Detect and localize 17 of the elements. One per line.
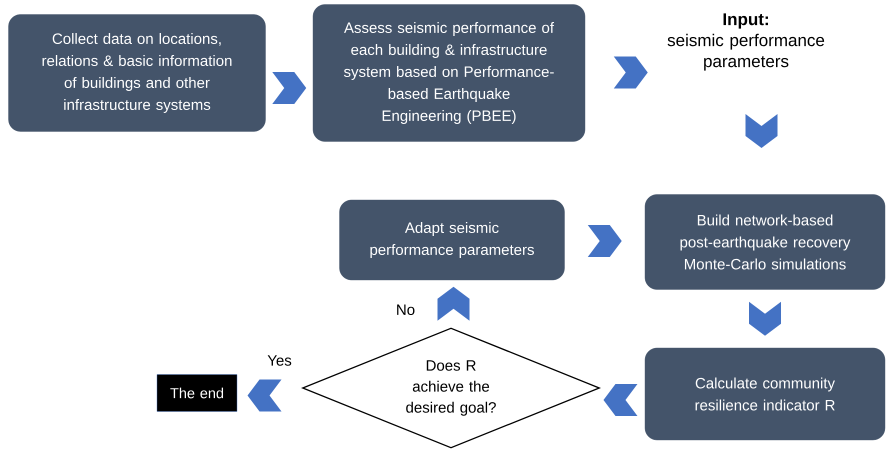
process-box: Build network-based post-earthquake recovery Monte-Carlo simulations	[644, 194, 886, 290]
chevron-arrow	[746, 114, 778, 148]
process-box: Adapt seismic performance parameters	[339, 200, 565, 280]
process-box: Collect data on locations, relations & basic information of buildings and other infrastructure systems	[8, 14, 266, 132]
chevron-arrow	[588, 225, 622, 257]
chevron-arrow	[272, 72, 306, 104]
input-text: Input: seismic performance parameters	[668, 13, 824, 71]
process-box: Assess seismic performance of each building & infrastructure system based on Performance-based Earthquake Engineering (PBEE)	[312, 4, 586, 142]
edge-label: No	[397, 304, 414, 315]
chevron-arrow	[614, 56, 648, 88]
edge-label: Yes	[268, 355, 292, 366]
chevron-arrow	[438, 286, 470, 321]
end-box: The end	[156, 374, 238, 412]
chevron-arrow	[603, 384, 638, 416]
chevron-arrow	[749, 302, 781, 336]
process-box: Calculate community resilience indicator R	[644, 348, 886, 440]
chevron-arrow	[248, 380, 282, 412]
